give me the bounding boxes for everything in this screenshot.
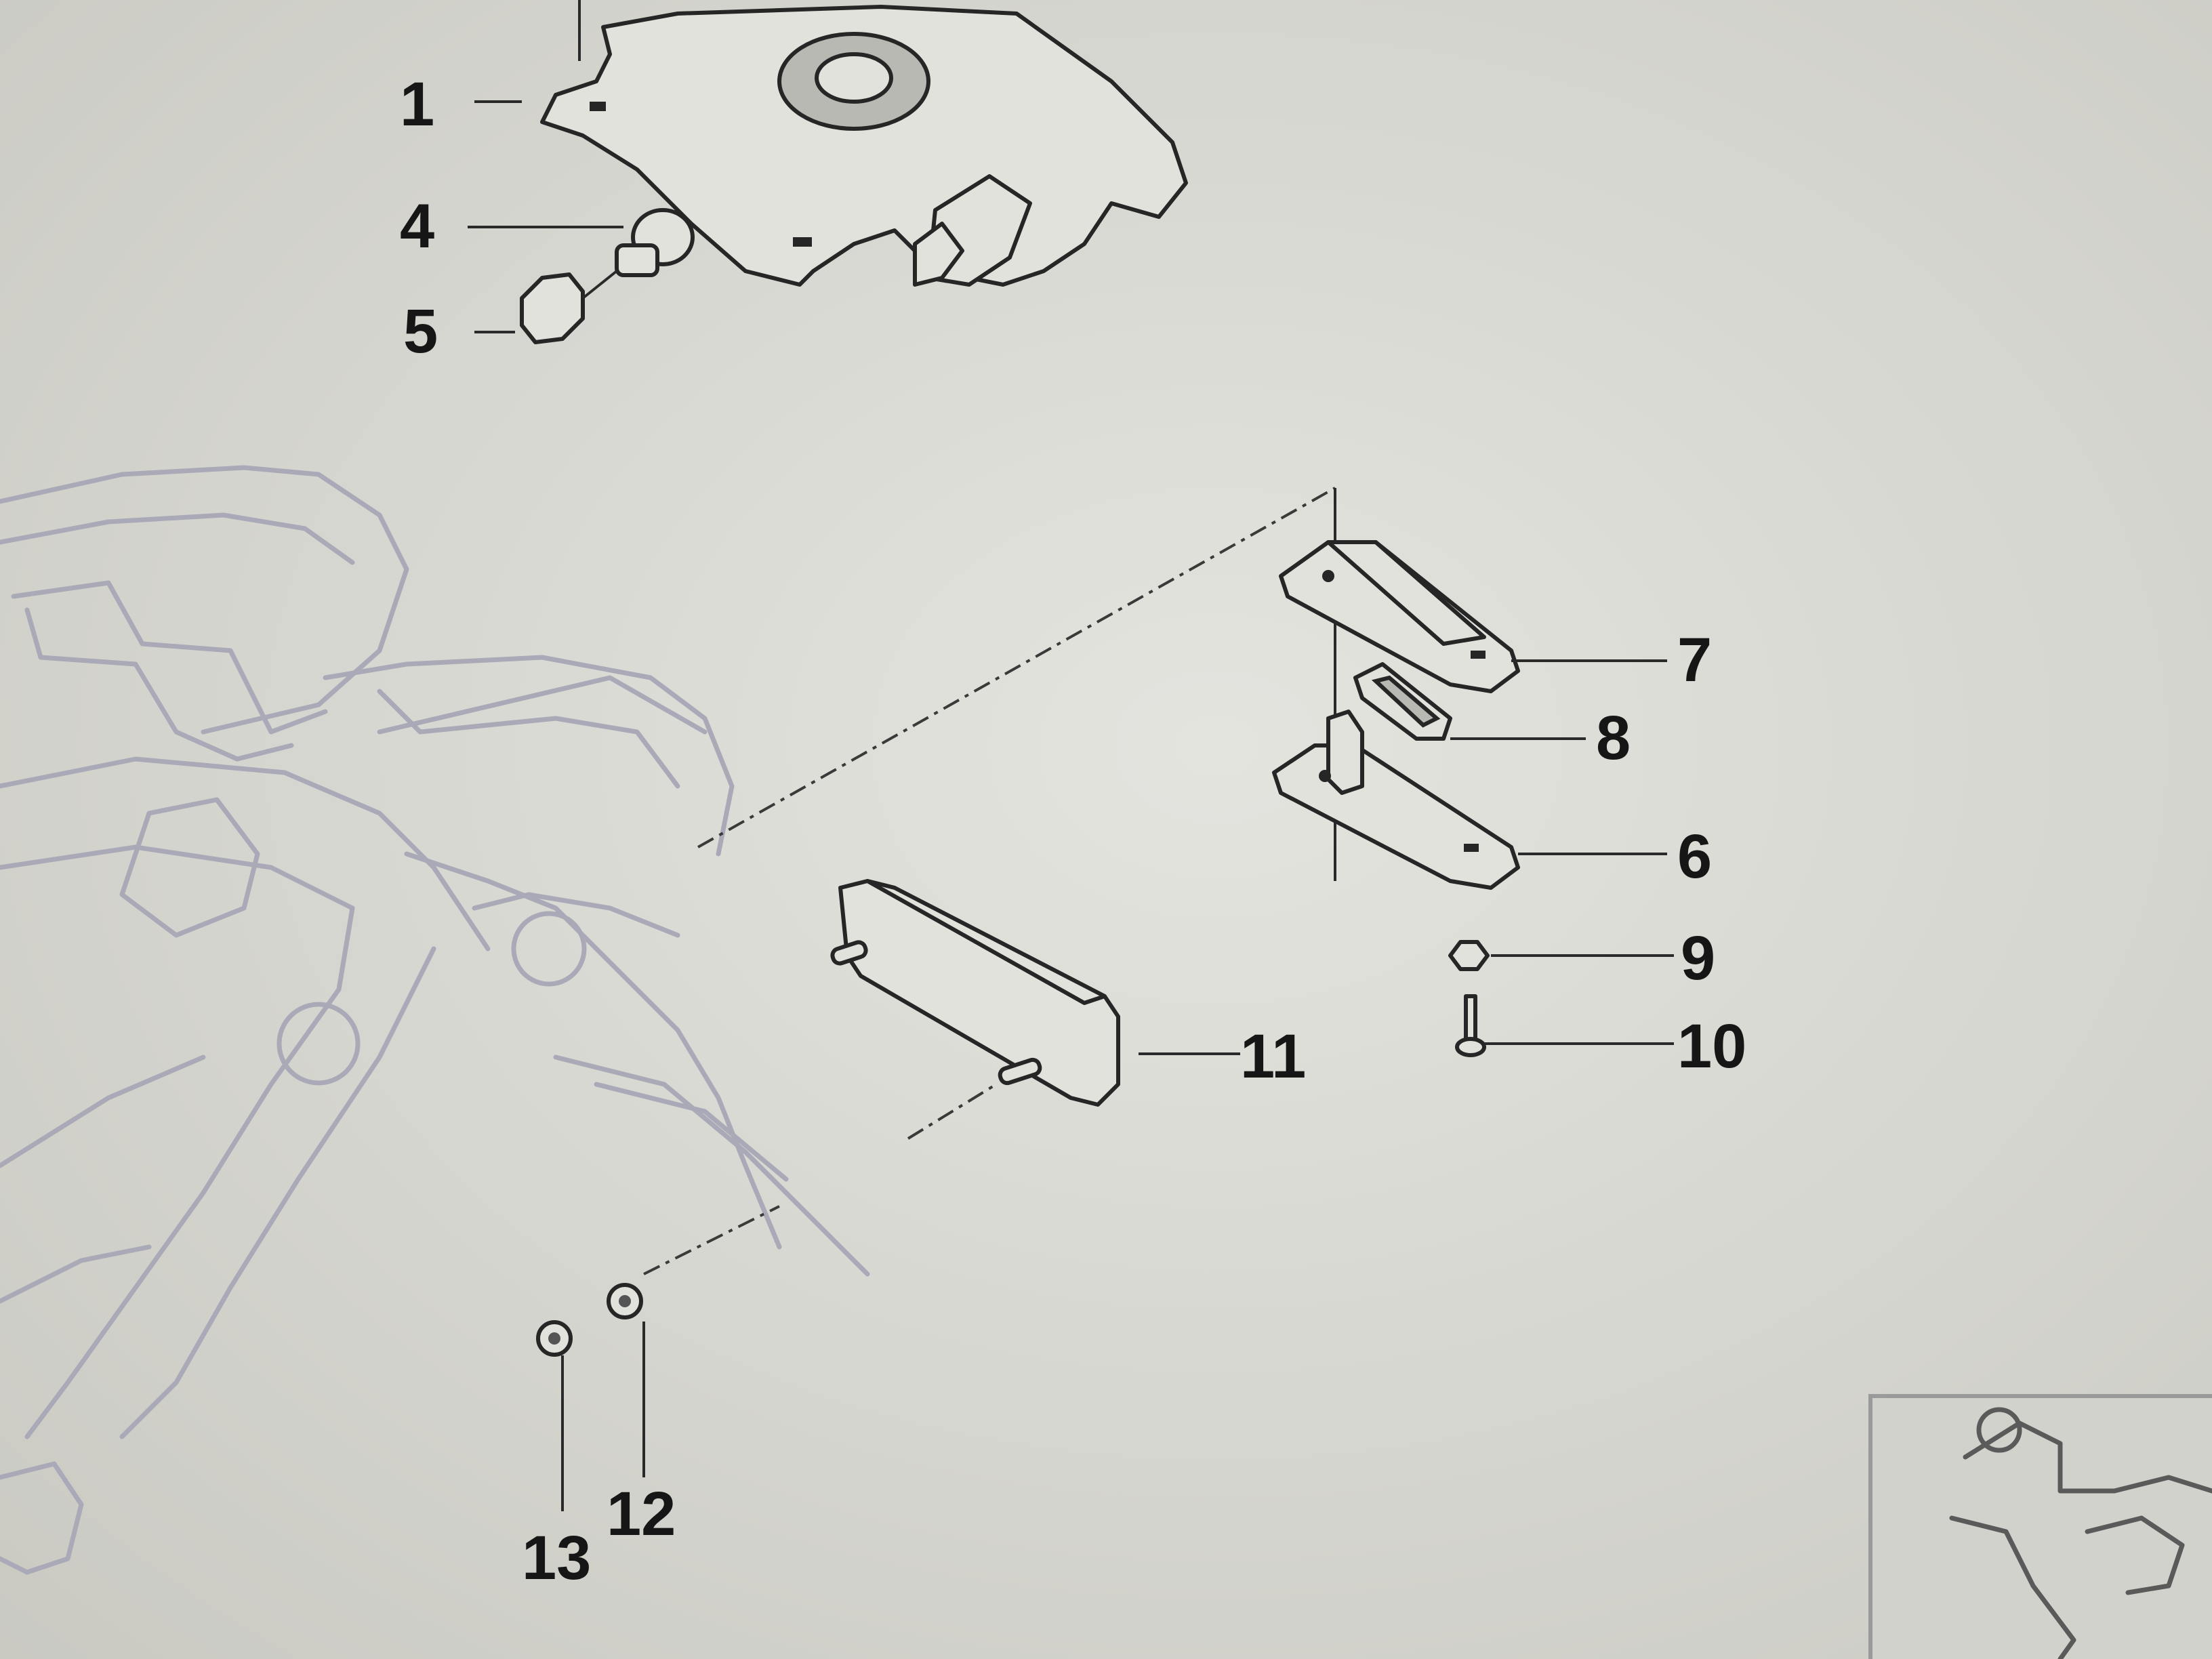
callout-1: 1 — [400, 70, 434, 139]
callout-8: 8 — [1596, 703, 1631, 773]
callout-11: 11 — [1240, 1022, 1306, 1091]
part-11-reflector — [830, 879, 1120, 1140]
callout-4: 4 — [400, 192, 434, 261]
callout-12: 12 — [607, 1479, 676, 1549]
part-6-housing-plate — [1272, 710, 1520, 890]
callout-5: 5 — [403, 297, 438, 366]
callout-9: 9 — [1681, 924, 1715, 993]
callout-leaders — [468, 100, 1674, 1511]
callout-13: 13 — [522, 1523, 591, 1593]
callout-labels: 1 4 5 7 8 6 9 10 11 12 13 — [400, 70, 1746, 1593]
part-5-socket — [520, 270, 618, 344]
ghost-rear-frame — [0, 465, 870, 1575]
part-10-screw — [1455, 994, 1486, 1057]
callout-7: 7 — [1677, 626, 1712, 695]
inset-detail-view — [1868, 1394, 2212, 1659]
part-13-nut — [536, 1320, 573, 1357]
part-7-lens-cover — [1279, 540, 1520, 693]
callout-10: 10 — [1677, 1012, 1746, 1081]
part-1-housing — [540, 0, 1188, 287]
part-4-bulb — [615, 208, 695, 277]
callout-6: 6 — [1677, 822, 1712, 891]
part-12-nut — [607, 1283, 643, 1319]
part-9-nut — [1448, 940, 1490, 971]
exploded-leader-line-lower — [643, 1205, 780, 1275]
part-8-lamp — [1353, 662, 1452, 741]
exploded-leader-line-upper — [697, 487, 1336, 848]
